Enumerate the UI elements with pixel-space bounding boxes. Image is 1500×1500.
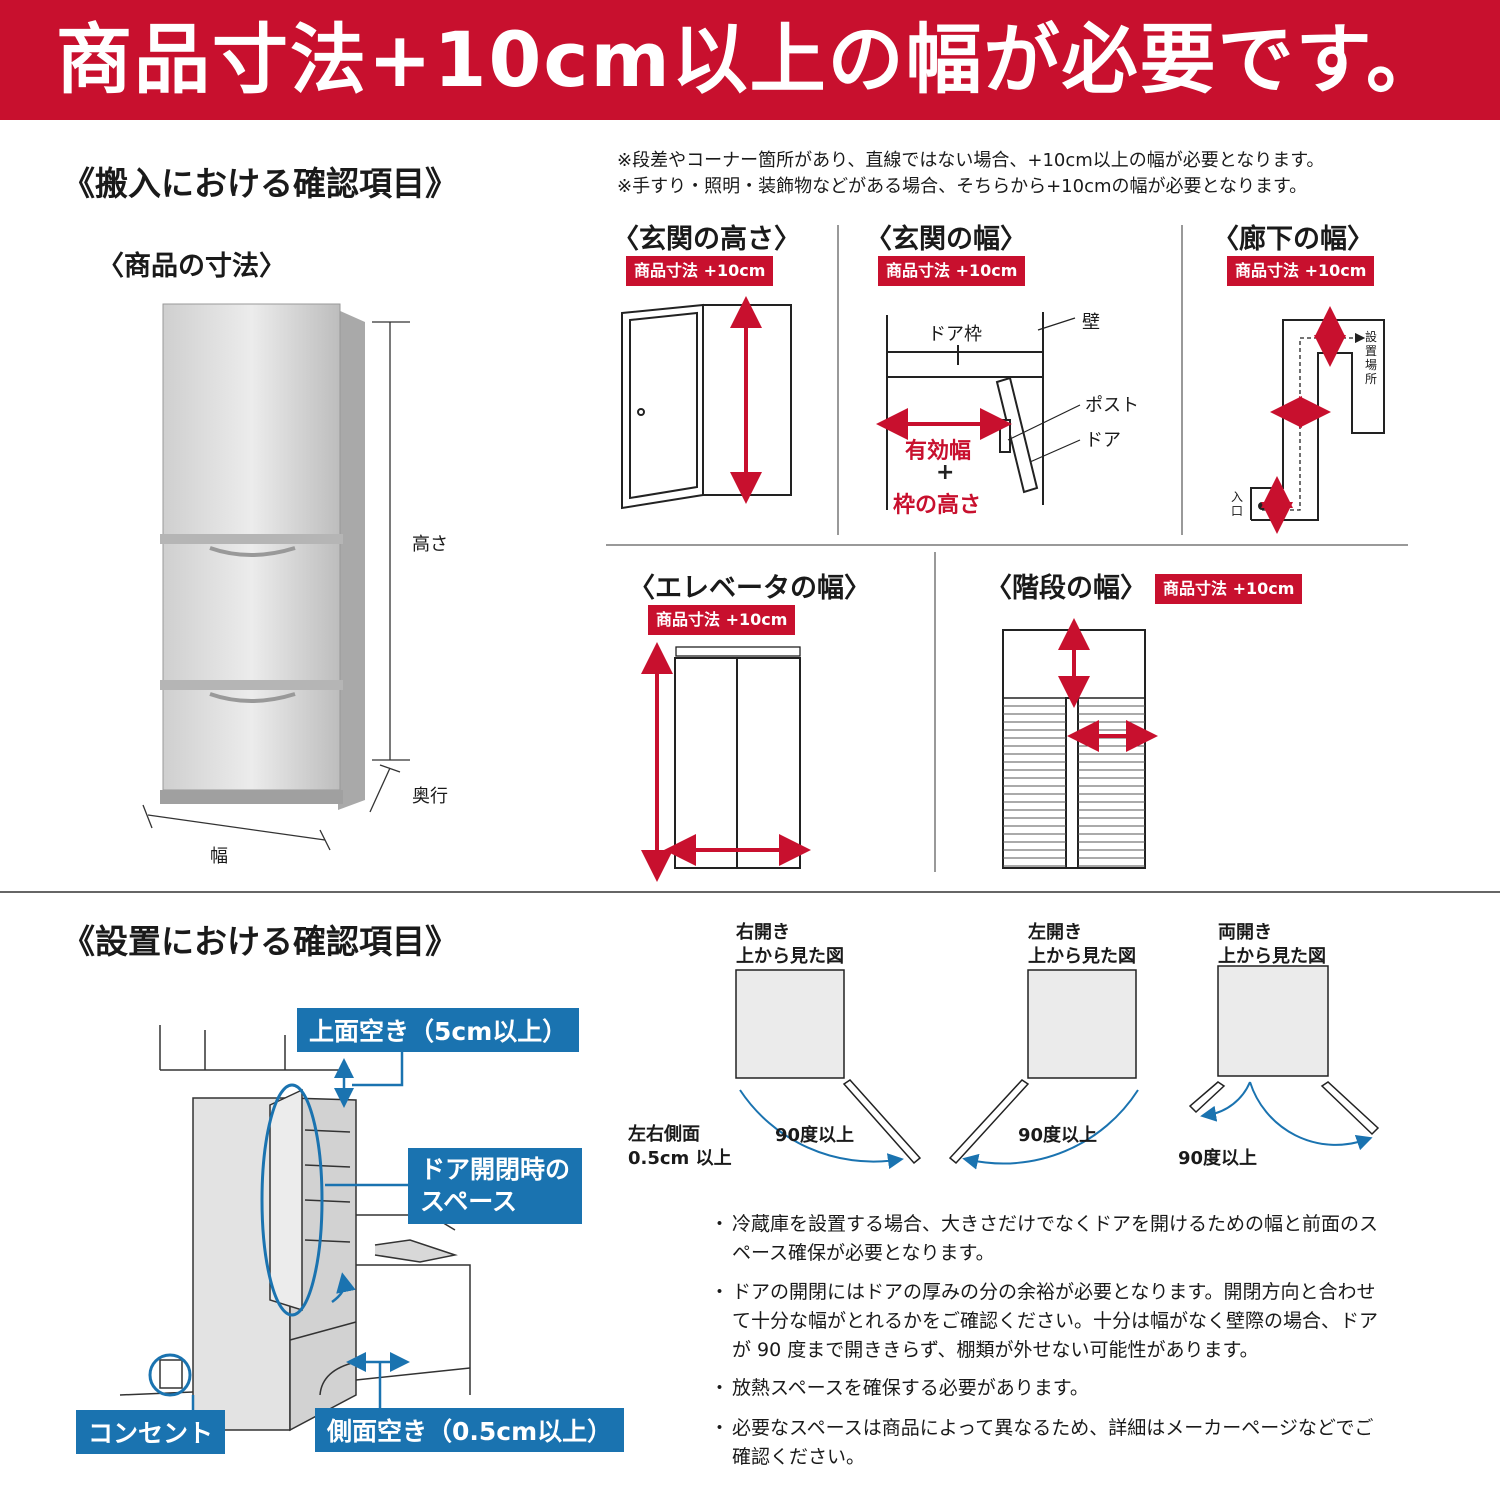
entrance-width-drawing bbox=[886, 312, 1081, 510]
installation-heading: 《設置における確認項目》 bbox=[62, 922, 458, 961]
angle-right: 90度以上 bbox=[775, 1125, 855, 1146]
tag-stairs-width: 商品寸法 +10cm bbox=[1155, 574, 1303, 604]
product-dims-title: 〈商品の寸法〉 bbox=[97, 251, 286, 282]
side-gap-line1: 左右側面 bbox=[628, 1124, 700, 1145]
angle-double: 90度以上 bbox=[1178, 1148, 1258, 1169]
diagram-left-type: 左開き bbox=[1028, 922, 1082, 943]
diagram-left-view: 上から見た図 bbox=[1028, 946, 1136, 967]
tag-entrance-height: 商品寸法 +10cm bbox=[626, 256, 774, 286]
bullet-3: ・放熱スペースを確保する必要があります。 bbox=[710, 1377, 1089, 1399]
fridge-illustration bbox=[160, 303, 365, 810]
install-place-label: 設置場所 bbox=[1364, 330, 1377, 386]
plus-label: + bbox=[936, 460, 955, 485]
entrance-width-title: 〈玄関の幅〉 bbox=[865, 224, 1027, 255]
post-label: ポスト bbox=[1085, 395, 1139, 416]
label-width: 幅 bbox=[210, 846, 228, 867]
entrance-label: 入口 bbox=[1230, 490, 1243, 518]
note-2: ※手すり・照明・装飾物などがある場合、そちらから+10cmの幅が必要となります。 bbox=[617, 176, 1308, 197]
angle-left: 90度以上 bbox=[1018, 1125, 1098, 1146]
top-clearance-label: 上面空き（5cm以上） bbox=[297, 1008, 580, 1052]
side-clearance-label: 側面空き（0.5cm以上） bbox=[315, 1408, 625, 1452]
note-1: ※段差やコーナー箇所があり、直線ではない場合、+10cm以上の幅が必要となります… bbox=[617, 150, 1325, 171]
elevator-drawing bbox=[674, 646, 801, 869]
label-height: 高さ bbox=[412, 534, 448, 555]
entrance-height-drawing bbox=[621, 303, 792, 510]
diagram-right-type: 右開き bbox=[736, 922, 790, 943]
door-space-ellipse bbox=[260, 1083, 324, 1317]
door-space-line1: ドア開閉時の bbox=[420, 1155, 571, 1184]
tag-entrance-width: 商品寸法 +10cm bbox=[878, 256, 1026, 286]
tag-hallway-width: 商品寸法 +10cm bbox=[1227, 256, 1375, 286]
bullet-2: ・ドアの開閉にはドアの厚みの分の余裕が必要となります。開閉方向と合わせて十分な幅… bbox=[710, 1281, 1379, 1361]
effective-width-label: 有効幅 bbox=[905, 439, 972, 464]
door-space-line2: スペース bbox=[420, 1187, 518, 1216]
diagram-right-view: 上から見た図 bbox=[736, 946, 844, 967]
title-banner bbox=[0, 0, 1500, 120]
stairs-width-title: 〈階段の幅〉 bbox=[985, 573, 1147, 604]
side-gap-line2: 0.5cm 以上 bbox=[628, 1148, 732, 1169]
carry-in-heading: 《搬入における確認項目》 bbox=[62, 164, 458, 203]
wall-label: 壁 bbox=[1082, 312, 1100, 333]
frame-height-label: 枠の高さ bbox=[893, 493, 982, 518]
fridge-dimension-lines bbox=[142, 321, 410, 851]
door-label: ドア bbox=[1085, 430, 1121, 451]
diagram-double-type: 両開き bbox=[1218, 922, 1272, 943]
outlet-circle bbox=[148, 1353, 192, 1397]
door-top-views bbox=[735, 965, 1380, 1165]
door-frame-label: ドア枠 bbox=[928, 324, 982, 345]
diagram-double-view: 上から見た図 bbox=[1218, 946, 1326, 967]
label-depth: 奥行 bbox=[412, 786, 448, 807]
hallway-width-title: 〈廊下の幅〉 bbox=[1212, 224, 1374, 255]
banner-title: 商品寸法+10cm以上の幅が必要です。 bbox=[55, 15, 1445, 104]
elevator-width-title: 〈エレベータの幅〉 bbox=[628, 573, 871, 604]
bullet-4: ・必要なスペースは商品によって異なるため、詳細はメーカーページなどでご確認くださ… bbox=[710, 1417, 1374, 1468]
outlet-label: コンセント bbox=[76, 1410, 226, 1454]
bullet-1: ・冷蔵庫を設置する場合、大きさだけでなくドアを開けるための幅と前面のスペース確保… bbox=[710, 1213, 1379, 1264]
entrance-height-title: 〈玄関の高さ〉 bbox=[612, 224, 801, 255]
door-space-label: ドア開閉時の スペース bbox=[408, 1148, 583, 1224]
tag-elevator-width: 商品寸法 +10cm bbox=[648, 605, 796, 635]
